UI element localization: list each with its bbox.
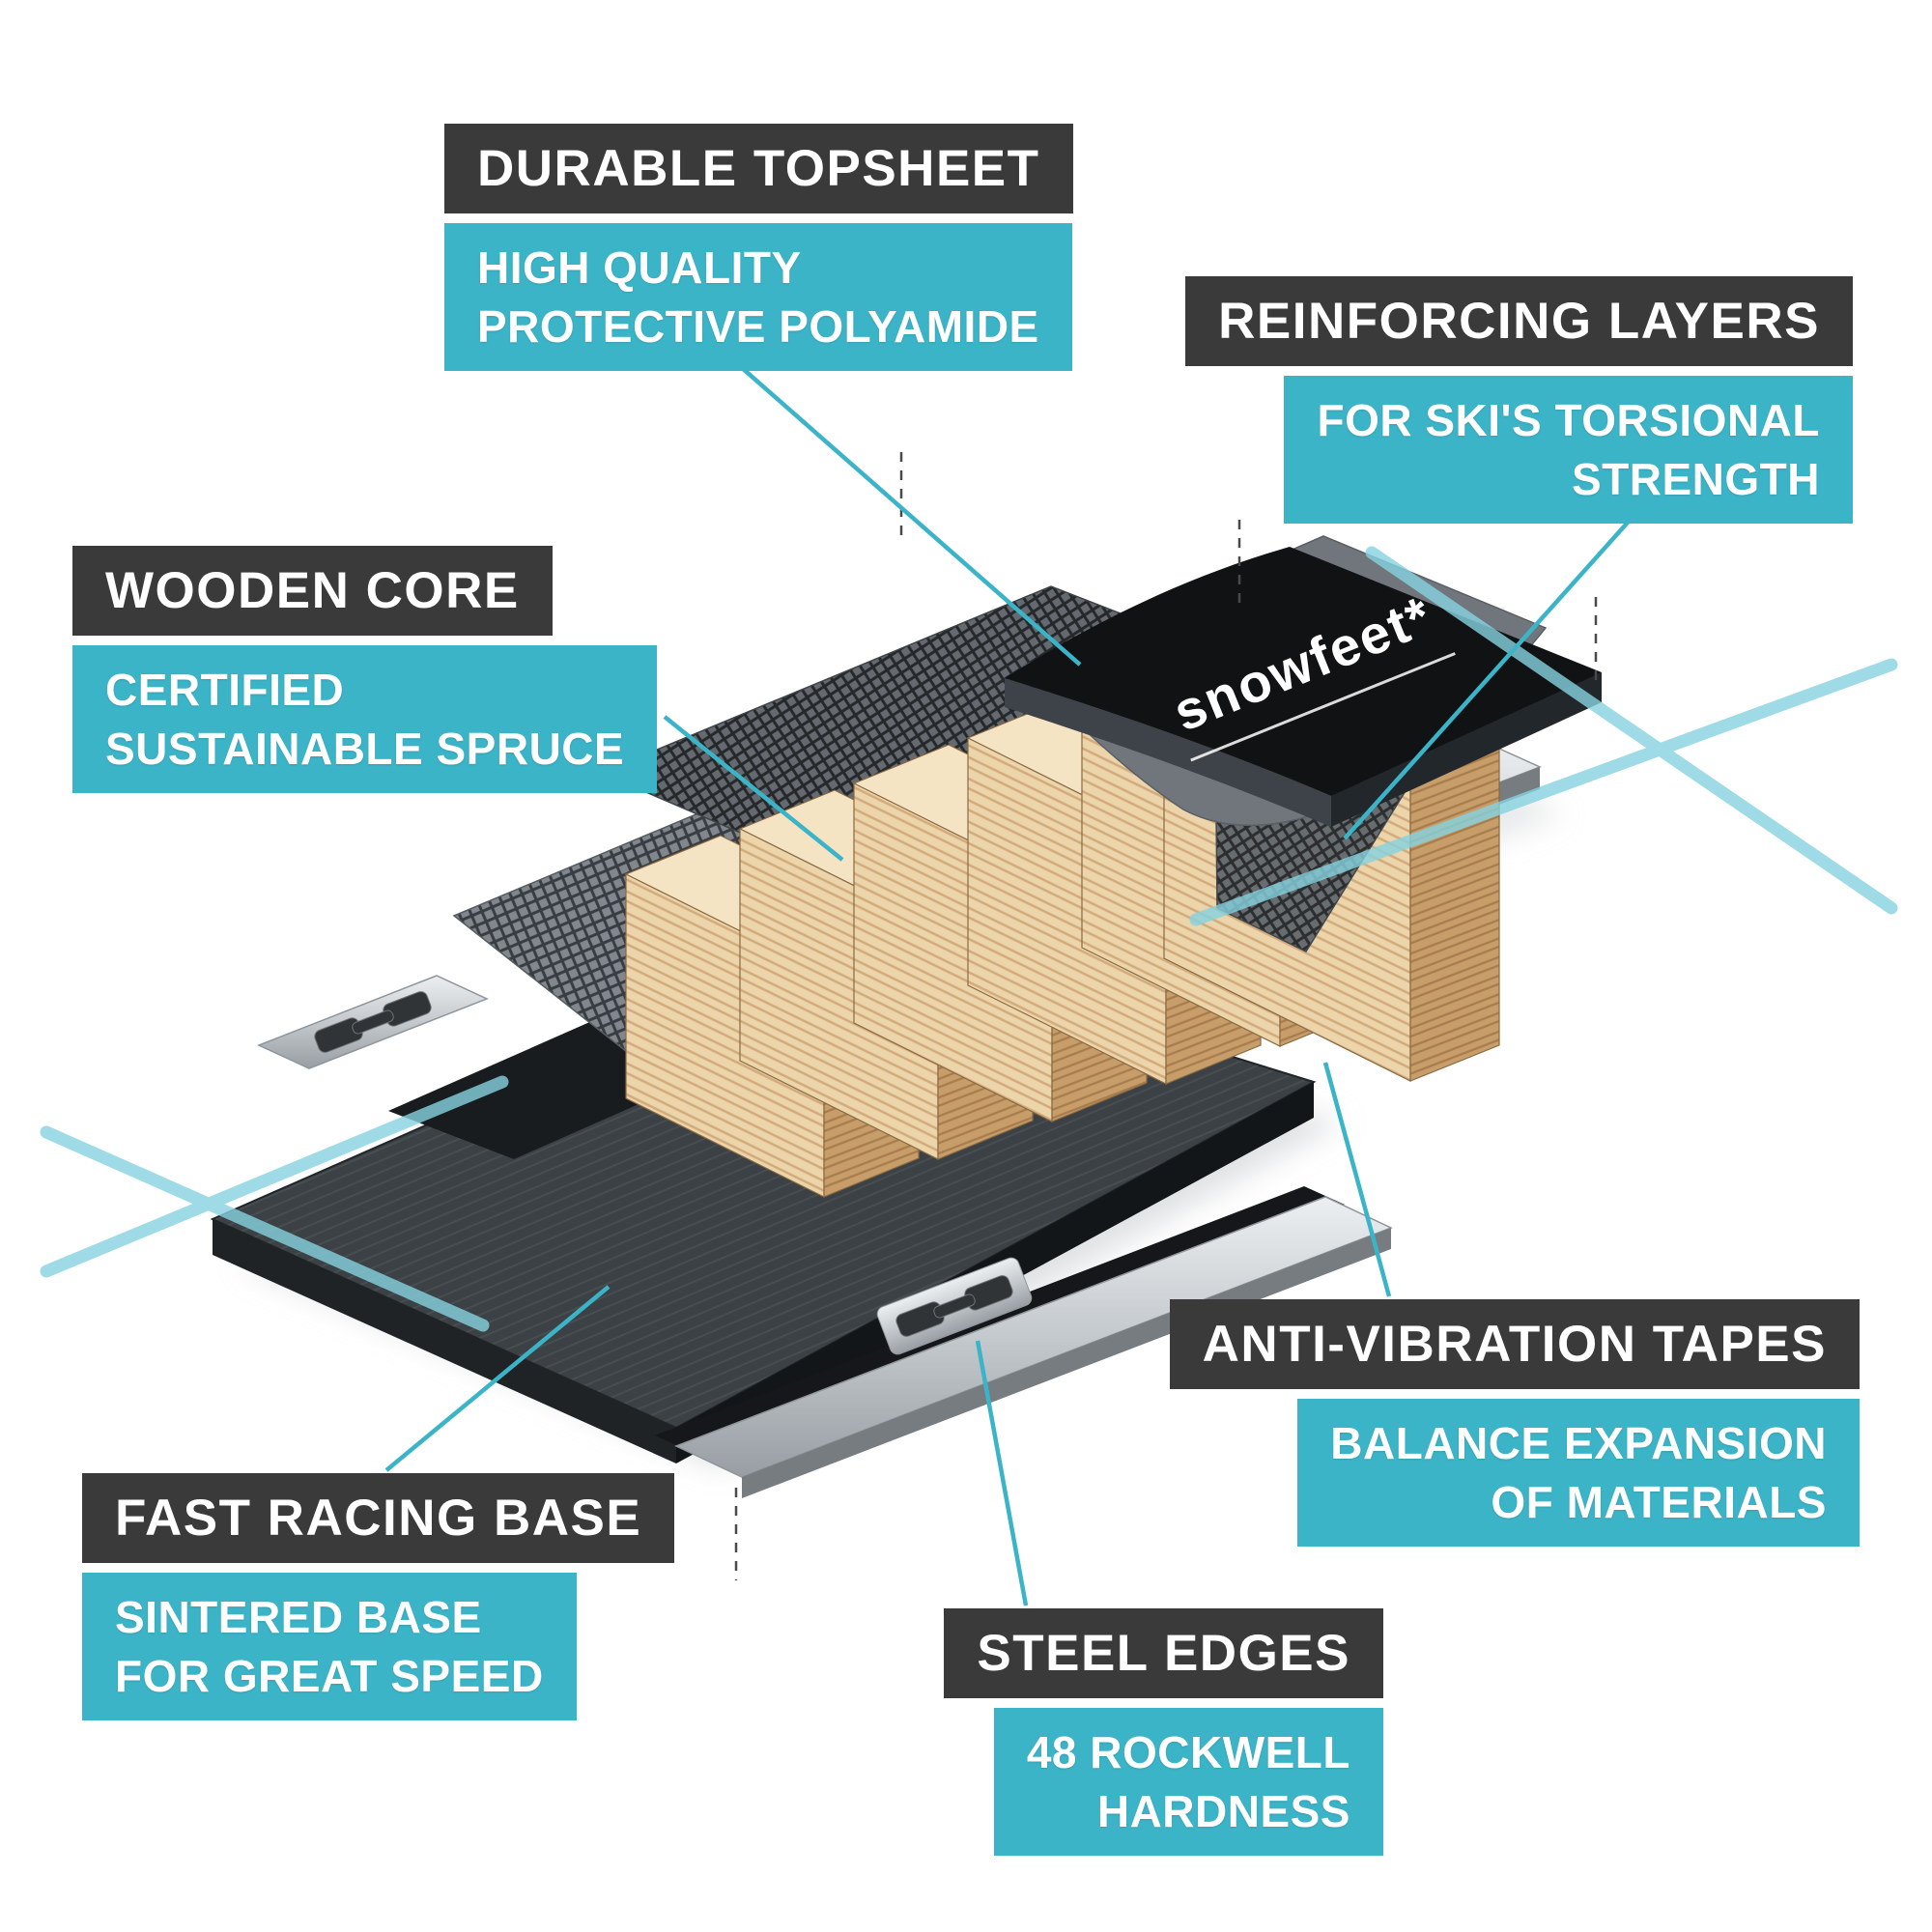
guide-line	[1365, 546, 1898, 915]
callout-title: ANTI-VIBRATION TAPES	[1169, 1299, 1860, 1389]
callout-line: STRENGTH	[1572, 453, 1820, 504]
callout-fast-racing-base: FAST RACING BASE SINTERED BASE FOR GREAT…	[82, 1473, 675, 1721]
callout-line: HARDNESS	[1096, 1785, 1350, 1836]
leader-steel-edges	[975, 1340, 1029, 1606]
callout-line: SINTERED BASE	[115, 1592, 482, 1642]
callout-line: FOR GREAT SPEED	[115, 1650, 544, 1701]
callout-line: CERTIFIED	[105, 665, 345, 715]
insert-plate-center	[876, 1257, 1033, 1355]
callout-subtitle: CERTIFIED SUSTAINABLE SPRUCE	[72, 645, 658, 794]
callout-steel-edges: STEEL EDGES 48 ROCKWELL HARDNESS	[944, 1608, 1383, 1857]
callout-title: FAST RACING BASE	[82, 1473, 675, 1563]
callout-line: PROTECTIVE POLYAMIDE	[477, 300, 1039, 352]
callout-line: SUSTAINABLE SPRUCE	[105, 723, 625, 774]
leader-reinforcing	[1343, 504, 1644, 840]
callout-title: STEEL EDGES	[944, 1608, 1383, 1698]
callout-line: HIGH QUALITY	[477, 242, 802, 293]
callout-wooden-core: WOODEN CORE CERTIFIED SUSTAINABLE SPRUCE	[72, 546, 658, 794]
leader-lines	[384, 357, 1644, 1606]
callout-title: WOODEN CORE	[72, 546, 553, 636]
leader-topsheet	[730, 357, 1082, 667]
guide-lines	[40, 546, 1898, 1332]
callout-anti-vibration-tapes: ANTI-VIBRATION TAPES BALANCE EXPANSION O…	[1169, 1299, 1860, 1548]
brand-logo-underline	[1190, 652, 1456, 762]
guide-line	[40, 1125, 490, 1332]
topsheet-layer: snowfeet*	[1005, 547, 1602, 827]
leader-wooden-core	[663, 715, 844, 862]
guide-line	[40, 1075, 509, 1278]
callout-durable-topsheet: DURABLE TOPSHEET HIGH QUALITY PROTECTIVE…	[444, 124, 1073, 372]
leader-base	[384, 1285, 611, 1472]
callout-title: DURABLE TOPSHEET	[444, 124, 1073, 213]
guide-line	[1189, 658, 1898, 926]
insert-plate-left	[257, 975, 489, 1069]
callout-subtitle: BALANCE EXPANSION OF MATERIALS	[1297, 1399, 1860, 1548]
callout-line: 48 ROCKWELL	[1026, 1727, 1350, 1777]
callout-subtitle: HIGH QUALITY PROTECTIVE POLYAMIDE	[444, 223, 1072, 372]
callout-line: OF MATERIALS	[1491, 1476, 1827, 1527]
steel-edge-rail-lower	[655, 1186, 1393, 1498]
callout-subtitle: 48 ROCKWELL HARDNESS	[993, 1708, 1383, 1857]
leader-anti-vibration	[1322, 1062, 1392, 1297]
callout-line: FOR SKI'S TORSIONAL	[1317, 395, 1820, 445]
callout-subtitle: SINTERED BASE FOR GREAT SPEED	[82, 1573, 577, 1721]
callout-line: BALANCE EXPANSION	[1330, 1418, 1827, 1468]
callout-subtitle: FOR SKI'S TORSIONAL STRENGTH	[1284, 376, 1853, 525]
callout-title: REINFORCING LAYERS	[1185, 276, 1853, 366]
callout-reinforcing-layers: REINFORCING LAYERS FOR SKI'S TORSIONAL S…	[1185, 276, 1853, 525]
